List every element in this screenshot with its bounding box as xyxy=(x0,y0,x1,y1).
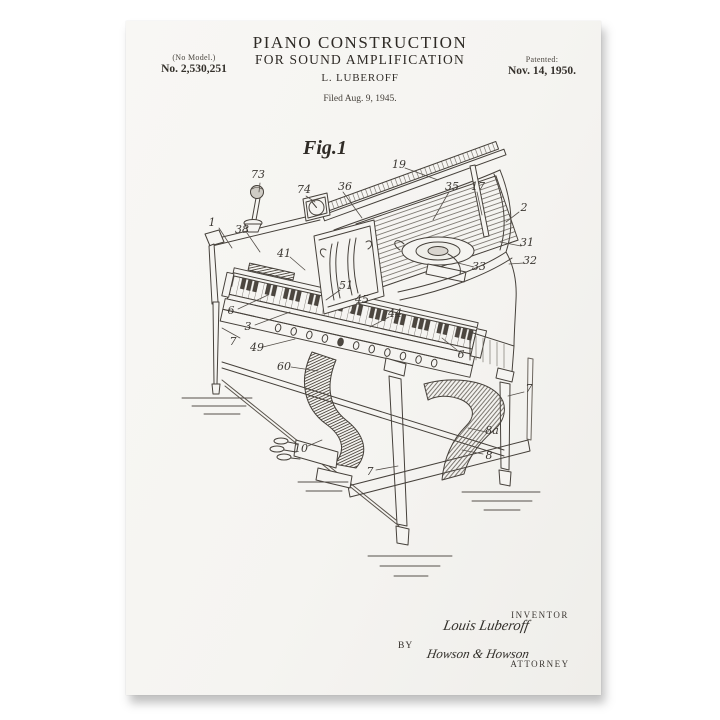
attorney-caption: ATTORNEY xyxy=(510,659,570,669)
filed-date: Filed Aug. 9, 1945. xyxy=(323,94,397,104)
ref-numeral-31: 31 xyxy=(520,236,534,249)
ref-numeral-7: 7 xyxy=(367,465,374,478)
ref-numeral-44: 44 xyxy=(387,307,402,320)
patent-number: No. 2,530,251 xyxy=(161,63,227,75)
ref-numeral-2: 2 xyxy=(520,201,528,214)
patented-label: Patented: xyxy=(525,55,559,64)
ref-numeral-17: 17 xyxy=(471,180,485,193)
ref-numeral-45: 45 xyxy=(354,293,369,306)
pickup-speaker-unit xyxy=(394,236,475,283)
no-model-note: (No Model.) xyxy=(172,53,216,62)
ref-numeral-3: 3 xyxy=(245,320,252,333)
patented-date: Nov. 14, 1950. xyxy=(507,65,577,77)
ref-numeral-10: 10 xyxy=(294,442,308,455)
ref-numeral-7: 7 xyxy=(526,382,533,395)
ref-numeral-36: 36 xyxy=(338,180,352,193)
by-label: BY xyxy=(398,641,414,651)
ref-numeral-6: 6 xyxy=(458,348,465,361)
stop-knob-row xyxy=(274,323,438,368)
patent-title-line2: FOR SOUND AMPLIFICATION xyxy=(255,52,465,67)
ref-numeral-38: 38 xyxy=(235,223,249,236)
pedal-lyre xyxy=(269,351,365,489)
ref-numeral-49: 49 xyxy=(249,341,264,354)
inventor-caption: INVENTOR xyxy=(511,610,569,620)
ref-numeral-33: 33 xyxy=(472,260,486,273)
ref-numeral-7: 7 xyxy=(230,335,237,348)
ref-numeral-51: 51 xyxy=(339,279,353,292)
ref-numeral-73: 73 xyxy=(251,168,265,181)
inventor-name: L. LUBEROFF xyxy=(321,72,399,84)
ref-numeral-41: 41 xyxy=(276,247,291,260)
paper-sheet xyxy=(126,21,601,695)
control-knob xyxy=(243,185,264,233)
case-rims xyxy=(204,169,517,373)
reference-numerals: 1236677788a10171931323335363841444549516… xyxy=(209,158,538,478)
ref-numeral-35: 35 xyxy=(445,180,459,193)
figure-label: Fig.1 xyxy=(303,137,347,159)
pedals xyxy=(269,437,301,461)
ref-numeral-32: 32 xyxy=(523,254,537,267)
ref-numeral-60: 60 xyxy=(277,360,291,373)
ref-numeral-6: 6 xyxy=(228,304,235,317)
lid-prop-stick xyxy=(469,164,490,238)
leader-lines xyxy=(218,167,525,471)
ref-numeral-8a: 8a xyxy=(485,424,499,437)
meter-box xyxy=(302,192,331,222)
ref-numeral-8: 8 xyxy=(486,449,493,462)
inventor-signature: Louis Luberoff xyxy=(442,618,531,634)
ground-lines xyxy=(181,397,541,577)
patent-title-line1: PIANO CONSTRUCTION xyxy=(252,33,468,52)
amplification-horn xyxy=(423,379,505,481)
ref-numeral-74: 74 xyxy=(297,183,311,196)
ref-numeral-19: 19 xyxy=(392,158,406,171)
ref-numeral-1: 1 xyxy=(209,216,216,229)
